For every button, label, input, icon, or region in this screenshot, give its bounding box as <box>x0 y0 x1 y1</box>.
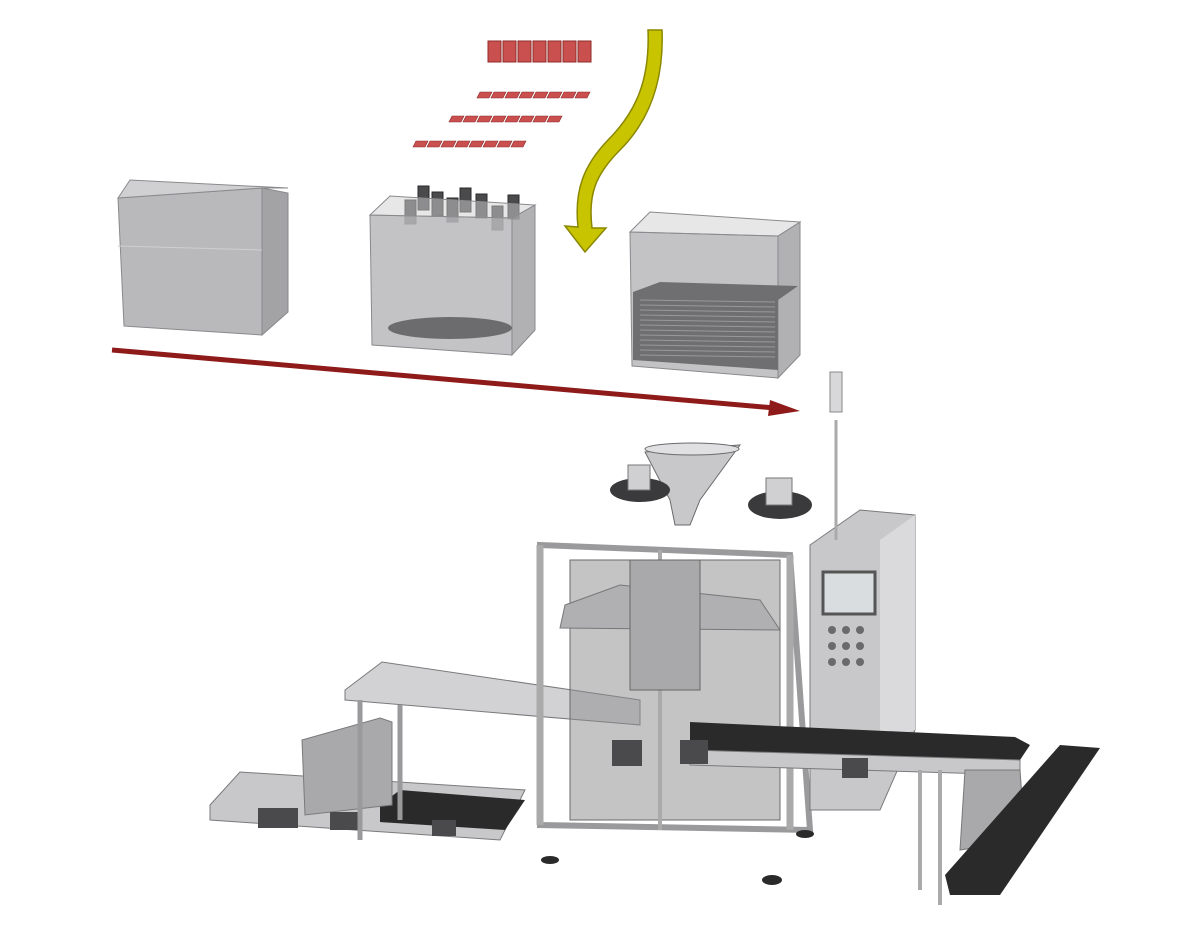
control-button <box>856 642 864 650</box>
sachet <box>532 91 549 99</box>
control-button <box>856 626 864 634</box>
arrow-right-icon <box>111 347 800 416</box>
control-button <box>856 658 864 666</box>
sachet <box>490 91 507 99</box>
sachet <box>532 115 549 123</box>
sachet <box>562 40 577 63</box>
sachet <box>440 140 457 148</box>
sachet-strip-flat-2 <box>448 115 563 123</box>
sachet-pile-layer <box>639 329 776 333</box>
sachet-pile-layer <box>639 354 776 358</box>
sachet <box>510 140 527 148</box>
packaging-machine <box>209 371 1100 905</box>
sachet <box>532 40 547 63</box>
sachet <box>502 40 517 63</box>
sachet <box>468 140 485 148</box>
partially-filled-carton <box>368 185 537 357</box>
sachet-pile-layer <box>639 299 776 303</box>
sachet <box>412 140 429 148</box>
sachet <box>482 140 499 148</box>
sachet-pile-layer <box>639 349 776 353</box>
sachet <box>504 115 521 123</box>
sachet <box>546 91 563 99</box>
sachet <box>476 115 493 123</box>
sachet-strip-standing <box>487 40 592 63</box>
dosing-unit-left <box>610 464 670 502</box>
sachet <box>574 91 591 99</box>
empty-carton <box>117 179 289 337</box>
sachet-strip-flat-1 <box>476 91 591 99</box>
sachet <box>454 140 471 148</box>
sachet-pile-layer <box>639 339 776 343</box>
control-button <box>842 626 850 634</box>
sachet <box>518 115 535 123</box>
infeed-cart <box>209 717 526 841</box>
sachet <box>448 115 465 123</box>
sachet-pile-layer <box>639 324 776 328</box>
output-conveyor <box>918 745 1100 905</box>
sachet <box>577 40 592 63</box>
sachet <box>462 115 479 123</box>
sachet <box>476 91 493 99</box>
control-button <box>842 642 850 650</box>
control-button <box>828 626 836 634</box>
sachet-pile-layer <box>639 319 776 323</box>
hopper <box>644 442 742 526</box>
sachet <box>560 91 577 99</box>
sachet-strip-flat-3 <box>412 140 527 148</box>
sachet-pile-layer <box>639 334 776 338</box>
sachet <box>546 115 563 123</box>
sachet-pile-layer <box>639 314 776 318</box>
control-button <box>828 658 836 666</box>
sachet-pile-layer <box>639 344 776 348</box>
sachet <box>487 40 502 63</box>
sachet <box>426 140 443 148</box>
sachet <box>547 40 562 63</box>
sachet-pile-layer <box>639 304 776 308</box>
sachet-pile-layer <box>639 309 776 313</box>
filled-carton <box>628 211 802 380</box>
sachet <box>490 115 507 123</box>
dosing-unit-right <box>748 477 812 519</box>
control-button <box>842 658 850 666</box>
sachet <box>496 140 513 148</box>
sachet <box>518 91 535 99</box>
arrow-down-curved-icon <box>563 29 663 254</box>
sachet <box>504 91 521 99</box>
control-button <box>828 642 836 650</box>
sachet <box>517 40 532 63</box>
